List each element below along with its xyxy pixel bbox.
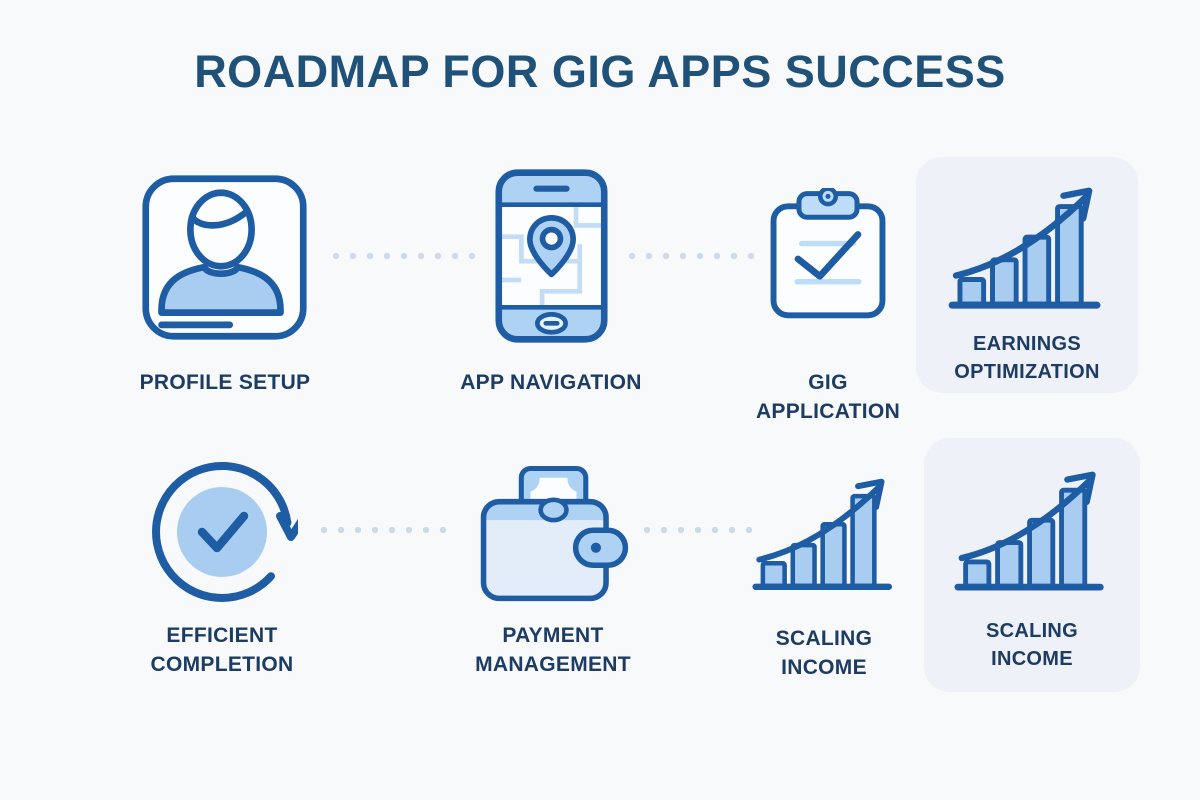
step-label-profile-setup: PROFILE SETUP — [139, 371, 311, 394]
dotted-connector — [332, 252, 480, 260]
dotted-connector — [643, 526, 755, 534]
growth-bar-chart-icon — [752, 468, 897, 600]
phone-map-navigation-icon — [495, 168, 608, 349]
cycle-check-icon — [148, 458, 308, 613]
dotted-connector — [320, 526, 456, 534]
wallet-money-icon — [478, 462, 630, 609]
page-title: ROADMAP FOR GIG APPS SUCCESS — [194, 46, 1006, 97]
dotted-connector — [628, 252, 762, 260]
clipboard-check-icon — [769, 186, 887, 325]
user-profile-icon — [137, 170, 312, 350]
growth-bar-chart-icon — [954, 460, 1109, 601]
growth-bar-chart-icon — [948, 176, 1106, 319]
step-label-app-navigation: APP NAVIGATION — [460, 371, 642, 394]
